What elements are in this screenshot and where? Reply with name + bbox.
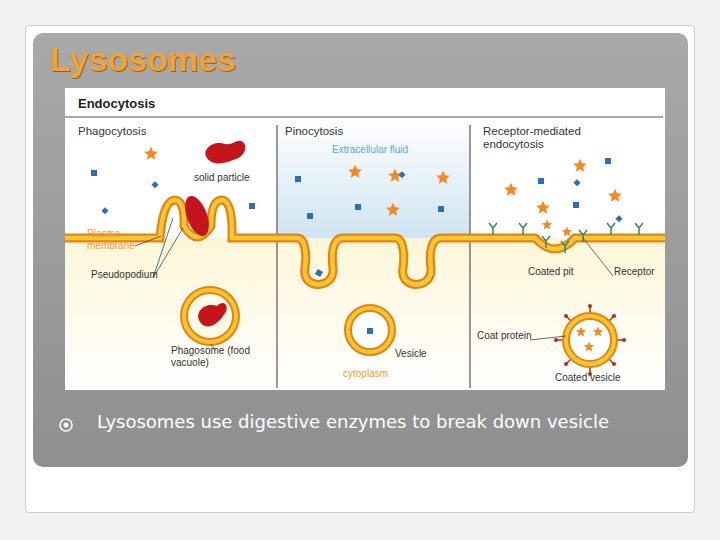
slide-title: Lysosomes bbox=[50, 40, 236, 79]
part-label: Pseudopodium bbox=[91, 269, 171, 281]
header-rule bbox=[65, 116, 663, 117]
pinocytosis-panel: Pinocytosis bbox=[277, 123, 470, 388]
part-label: Coat protein bbox=[477, 330, 537, 342]
leader-lines bbox=[135, 218, 613, 350]
panel-heading: Pinocytosis bbox=[285, 125, 435, 138]
receptors bbox=[489, 220, 643, 253]
part-label: solid particle bbox=[194, 172, 274, 184]
region-label: Extracellular fluid bbox=[332, 144, 432, 156]
part-label: Receptor bbox=[614, 266, 664, 278]
panel-heading: Phagocytosis bbox=[78, 125, 228, 138]
region-label: cytoplasm bbox=[343, 368, 403, 380]
panel-divider bbox=[469, 125, 470, 388]
extracellular-fluid-shade bbox=[277, 118, 470, 238]
solutes bbox=[91, 147, 623, 222]
part-label: Coated vesicle bbox=[555, 372, 635, 384]
part-label: Vesicle bbox=[395, 348, 445, 360]
part-label: Coated pit bbox=[528, 266, 588, 278]
plasma-membrane bbox=[65, 200, 665, 285]
receptor-mediated-panel: Receptor-mediated endocytosis bbox=[470, 123, 665, 388]
panel-heading: Receptor-mediated endocytosis bbox=[483, 125, 603, 151]
phagosome bbox=[184, 290, 236, 342]
part-label: Plasma membrane bbox=[87, 228, 142, 252]
figure-heading: Endocytosis bbox=[78, 96, 278, 111]
solid-particle bbox=[180, 141, 245, 239]
part-label: Phagosome (food vacuole) bbox=[171, 345, 251, 369]
coated-vesicle bbox=[554, 304, 626, 376]
cytoplasm-shade bbox=[65, 238, 665, 390]
vesicle bbox=[315, 269, 392, 352]
panel-divider bbox=[276, 125, 277, 388]
bullet-text: Lysosomes use digestive enzymes to break… bbox=[97, 410, 657, 434]
figure-box: EndocytosisPhagocytosisPinocytosisRecept… bbox=[65, 88, 665, 390]
